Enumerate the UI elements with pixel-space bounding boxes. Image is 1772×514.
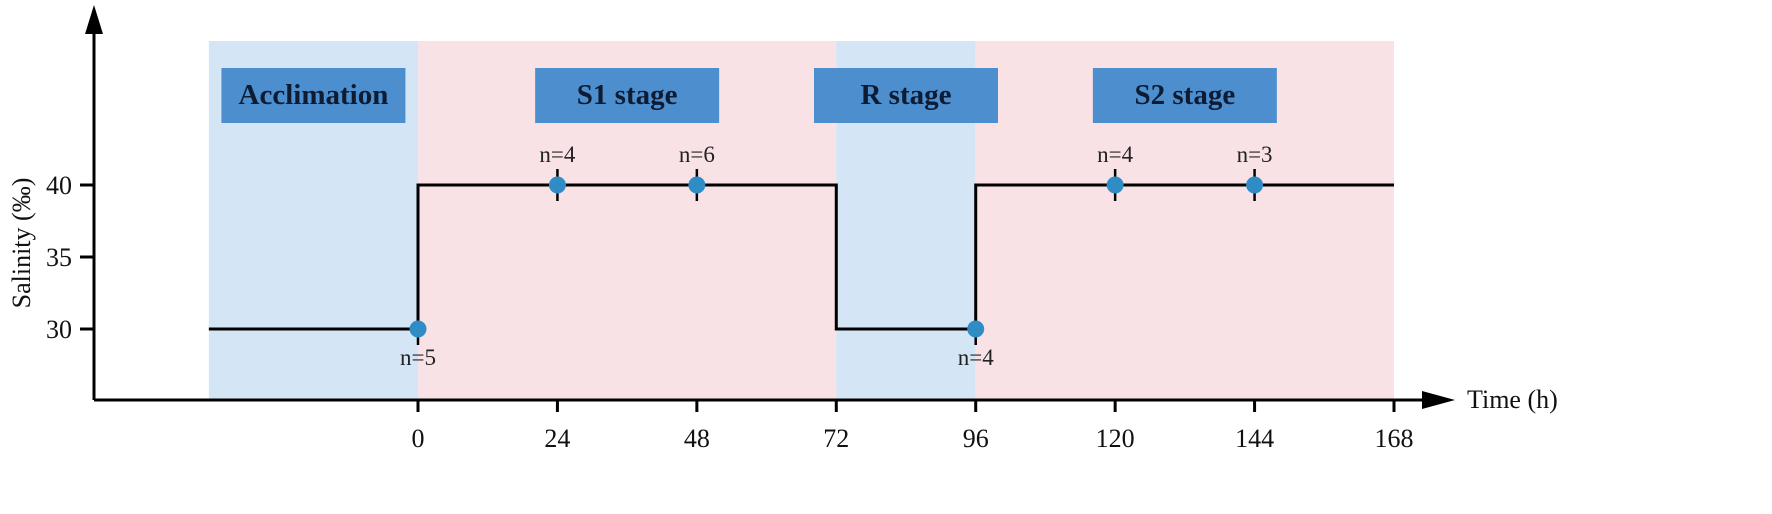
salinity-line [208,183,1394,331]
sampling-point-label-5: n=3 [1237,142,1273,167]
stage-label-0: Acclimation [239,79,389,111]
stage-label-1: S1 stage [577,79,678,111]
x-tick-label-7: 168 [1375,424,1414,453]
y-tick-label-2: 40 [46,171,72,200]
salinity-profile [208,183,1394,331]
sampling-point-4 [1106,176,1124,194]
sampling-point-label-1: n=4 [539,142,575,167]
y-axis-ticks: 30 35 40 [46,171,94,344]
y-axis-arrow [85,5,103,34]
x-tick-label-4: 96 [963,424,989,453]
x-axis-title: Time (h) [1467,385,1558,414]
sampling-point-label-4: n=4 [1097,142,1133,167]
stage-label-2: R stage [860,79,951,111]
x-tick-label-6: 144 [1235,424,1274,453]
x-tick-label-1: 24 [544,424,570,453]
sampling-point-0 [409,320,427,338]
stage-box-0 [221,68,406,123]
x-axis-ticks: 0 24 48 72 96 120 144 168 [412,400,1414,453]
x-tick-label-3: 72 [823,424,849,453]
stage-box-2 [814,68,998,123]
sampling-point-label-3: n=4 [958,345,994,370]
y-tick-label-1: 35 [46,243,72,272]
y-tick-label-0: 30 [46,315,72,344]
sampling-point-1 [548,176,566,194]
stage-label-boxes: Acclimation S1 stage R stage S2 stage [221,68,1277,123]
x-axis-arrow [1422,391,1455,409]
sampling-point-2 [688,176,706,194]
stage-label-3: S2 stage [1135,79,1236,111]
sampling-point-5 [1246,176,1264,194]
sampling-point-label-2: n=6 [679,142,715,167]
x-tick-label-0: 0 [412,424,425,453]
axes [85,5,1455,409]
stage-box-3 [1092,68,1277,123]
x-tick-label-5: 120 [1096,424,1135,453]
y-axis-title: Salinity (‰) [7,178,36,309]
sampling-point-label-0: n=5 [400,345,436,370]
stage-box-1 [535,68,720,123]
sampling-point-3 [967,320,985,338]
x-tick-label-2: 48 [684,424,710,453]
sampling-points: n=5 n=4 n=6 n=4 n=4 n=3 [400,142,1273,370]
